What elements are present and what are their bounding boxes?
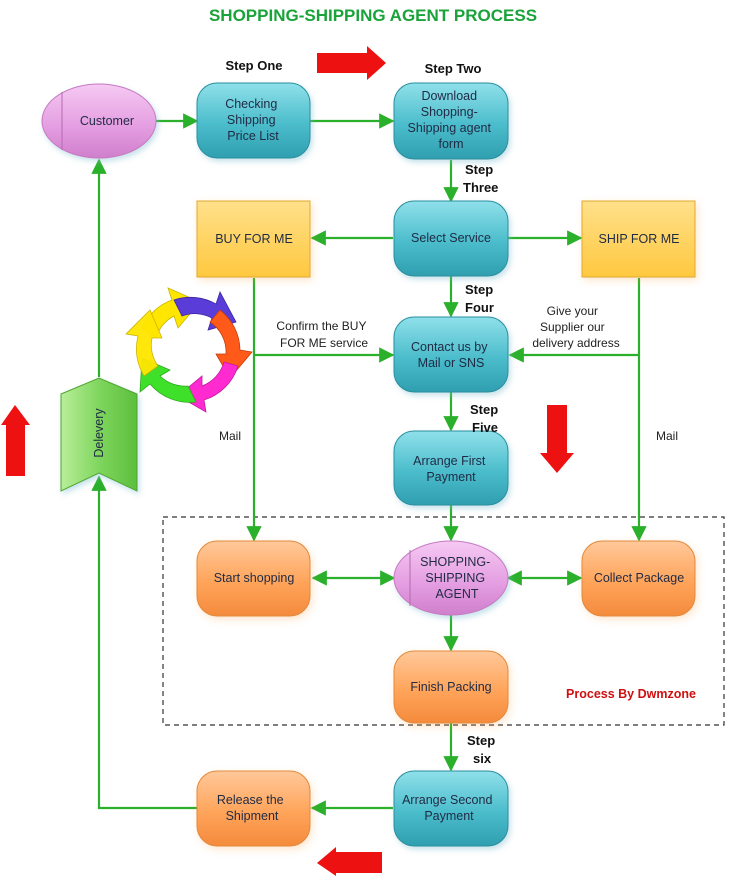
collect-package-label: Collect Package	[594, 571, 684, 585]
svg-text:Mail: Mail	[219, 429, 241, 443]
diagram-title: SHOPPING-SHIPPING AGENT PROCESS	[209, 6, 537, 25]
checking-label-line2: Shipping	[227, 113, 276, 127]
step-four-line1: Step	[465, 282, 493, 297]
svg-text:Step Three: Step Three	[463, 162, 498, 195]
download-label-line2: Shopping-	[421, 105, 478, 119]
download-label-line1: Download	[421, 89, 477, 103]
agent-boundary	[162, 516, 725, 726]
download-label-line3: Shipping agent	[408, 121, 492, 135]
arrange-first-line1: Arrange First	[413, 454, 486, 468]
node-ship-for-me[interactable]: SHIP FOR ME	[581, 200, 696, 278]
checking-label-line1: Checking	[225, 97, 277, 111]
checking-label-line3: Price List	[227, 129, 279, 143]
finish-packing-label: Finish Packing	[410, 680, 491, 694]
arrange-second-line2: Payment	[424, 809, 474, 823]
node-release-shipment[interactable]: Release the Shipment	[196, 770, 311, 847]
node-arrange-first-payment[interactable]: Arrange First Payment	[393, 430, 509, 506]
contact-label-line2: Mail or SNS	[418, 356, 485, 370]
step-one-label: Step One	[225, 58, 282, 73]
red-down-arrow-icon	[540, 405, 574, 473]
step-two-label: Step Two	[425, 61, 482, 76]
svg-text:Start shopping: Start shopping	[214, 571, 295, 585]
credit-text: Process By Dwmzone	[566, 687, 696, 701]
node-start-shopping[interactable]: Start shopping	[196, 540, 311, 617]
release-line2: Shipment	[226, 809, 279, 823]
svg-text:Give your Supplier our: Give your Supplier our delivery address	[532, 304, 619, 350]
arrange-first-line2: Payment	[426, 470, 476, 484]
mail-right-label: Mail	[656, 429, 678, 443]
node-buy-for-me[interactable]: BUY FOR ME	[196, 200, 311, 278]
red-left-arrow-icon	[317, 847, 382, 876]
step-three-line1: Step	[465, 162, 493, 177]
svg-text:Arrange Second Payment: Arrange Second Payment	[402, 793, 496, 823]
download-label-line4: form	[439, 137, 464, 151]
svg-text:Step One: Step One	[225, 58, 282, 73]
ship-for-me-label: SHIP FOR ME	[598, 232, 679, 246]
svg-text:Step Four: Step Four	[465, 282, 497, 315]
delivery-label: Delevery	[92, 408, 106, 458]
svg-text:Finish Packing: Finish Packing	[410, 680, 491, 694]
node-shopping-shipping-agent[interactable]: SHOPPING- SHIPPING AGENT	[393, 540, 509, 616]
agent-label-line1: SHOPPING-	[420, 555, 490, 569]
start-shopping-label: Start shopping	[214, 571, 295, 585]
node-arrange-second-payment[interactable]: Arrange Second Payment	[393, 770, 509, 847]
select-service-label: Select Service	[411, 231, 491, 245]
agent-label-line3: AGENT	[435, 587, 478, 601]
svg-text:Arrange First Payment: Arrange First Payment	[413, 454, 489, 484]
red-right-arrow-icon	[317, 46, 386, 80]
svg-text:SHOPPING- SHIPPING: SHOPPING- SHIPPING AGENT	[420, 555, 494, 601]
node-checking-price-list[interactable]: Checking Shipping Price List	[196, 82, 311, 159]
node-download-form[interactable]: Download Shopping- Shipping agent form	[393, 82, 509, 160]
step-five-line2: Five	[472, 420, 498, 435]
node-collect-package[interactable]: Collect Package	[581, 540, 696, 617]
step-six-line2: six	[473, 751, 492, 766]
give-label-line2: Supplier our	[540, 320, 605, 334]
svg-text:SHIP FOR ME: SHIP FOR ME	[598, 232, 679, 246]
cycle-arrows-icon	[125, 287, 253, 413]
step-five-line1: Step	[470, 402, 498, 417]
svg-text:Step six: Step six	[467, 733, 499, 766]
node-delivery[interactable]: Delevery	[60, 377, 138, 492]
confirm-label-line1: Confirm the BUY	[276, 319, 366, 333]
svg-text:Release the Shipment: Release the Shipment	[217, 793, 287, 823]
agent-label-line2: SHIPPING	[425, 571, 485, 585]
svg-text:Collect Package: Collect Package	[594, 571, 684, 585]
red-up-arrow-icon	[1, 405, 30, 476]
step-four-line2: Four	[465, 300, 494, 315]
give-label-line3: delivery address	[532, 336, 619, 350]
node-select-service[interactable]: Select Service	[393, 200, 509, 277]
buy-for-me-label: BUY FOR ME	[215, 232, 293, 246]
svg-text:Select Service: Select Service	[411, 231, 491, 245]
customer-label: Customer	[80, 114, 134, 128]
svg-text:Mail: Mail	[656, 429, 678, 443]
node-finish-packing[interactable]: Finish Packing	[393, 650, 509, 724]
step-three-line2: Three	[463, 180, 498, 195]
svg-text:Contact us by Mail or SN: Contact us by Mail or SNS	[411, 340, 491, 370]
svg-text:Confirm the BUY FOR ME ser: Confirm the BUY FOR ME service	[276, 319, 369, 350]
svg-text:Download Shopping-: Download Shopping- Shipping agent form	[408, 89, 495, 151]
release-line1: Release the	[217, 793, 284, 807]
node-contact-us[interactable]: Contact us by Mail or SNS	[393, 316, 509, 393]
confirm-label-line2: FOR ME service	[280, 336, 368, 350]
contact-label-line1: Contact us by	[411, 340, 488, 354]
svg-text:Checking Shipping: Checking Shipping Price List	[225, 97, 281, 143]
node-customer[interactable]: Customer	[41, 83, 157, 159]
connectors	[91, 113, 647, 816]
svg-text:Step Five: Step Five	[470, 402, 502, 435]
give-label-line1: Give your	[547, 304, 598, 318]
edge-release-delivery	[91, 475, 197, 810]
step-six-line1: Step	[467, 733, 495, 748]
svg-text:BUY FOR ME: BUY FOR ME	[215, 232, 293, 246]
arrange-second-line1: Arrange Second	[402, 793, 492, 807]
svg-text:Step Two: Step Two	[425, 61, 482, 76]
svg-text:Delevery: Delevery	[92, 408, 106, 458]
svg-text:Customer: Customer	[80, 114, 134, 128]
mail-left-label: Mail	[219, 429, 241, 443]
